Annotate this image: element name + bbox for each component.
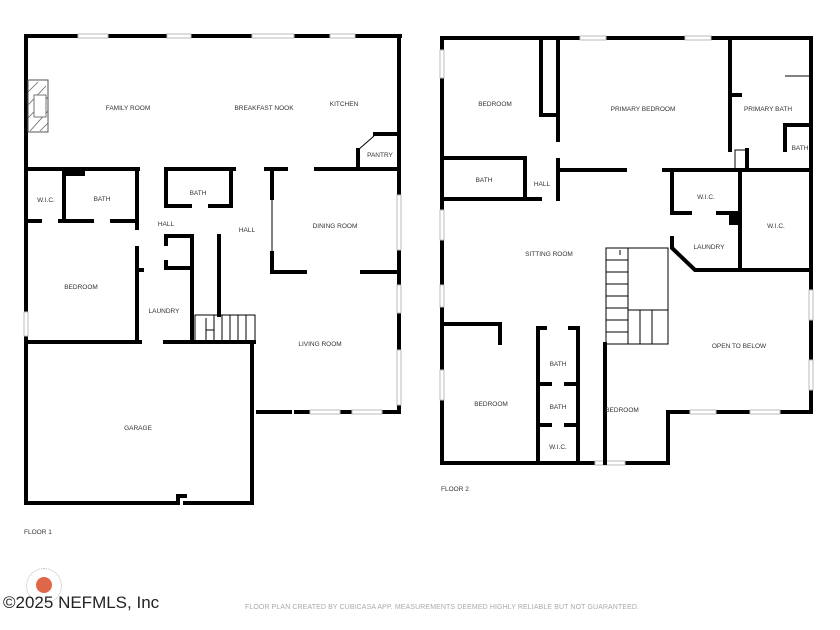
room-bedroom: BEDROOM <box>478 101 512 108</box>
room-open-to-below: OPEN TO BELOW <box>712 343 767 350</box>
floor1-label: FLOOR 1 <box>24 529 52 536</box>
room-bath: BATH <box>792 145 809 152</box>
room-garage: GARAGE <box>124 425 152 432</box>
floor1-walls <box>23 33 402 505</box>
room-hall: HALL <box>158 221 175 228</box>
room-kitchen: KITCHEN <box>330 101 359 108</box>
room-breakfast-nook: BREAKFAST NOOK <box>234 105 294 112</box>
floor2-label: FLOOR 2 <box>441 486 469 493</box>
room-hall: HALL <box>239 227 256 234</box>
room-wic: W.I.C. <box>697 194 715 201</box>
copyright-watermark: ©2025 NEFMLS, Inc <box>3 593 160 612</box>
room-bedroom: BEDROOM <box>474 401 508 408</box>
room-laundry: LAUNDRY <box>694 244 726 251</box>
coral-icon <box>36 577 52 593</box>
room-living-room: LIVING ROOM <box>298 341 341 348</box>
room-laundry: LAUNDRY <box>149 308 181 315</box>
room-wic: W.I.C. <box>767 223 785 230</box>
room-wic: W.I.C. <box>549 444 567 451</box>
room-bath: BATH <box>476 177 493 184</box>
room-bedroom: BEDROOM <box>64 284 98 291</box>
room-bath: BATH <box>94 196 111 203</box>
floor2-walls <box>439 35 814 466</box>
room-hall: HALL <box>534 181 551 188</box>
room-wic: W.I.C. <box>37 197 55 204</box>
room-dining-room: DINING ROOM <box>313 223 358 230</box>
room-primary-bedroom: PRIMARY BEDROOM <box>611 106 676 113</box>
room-sitting-room: SITTING ROOM <box>525 251 573 258</box>
room-bath: BATH <box>550 361 567 368</box>
room-pantry: PANTRY <box>367 152 393 159</box>
disclaimer: FLOOR PLAN CREATED BY CUBICASA APP. MEAS… <box>245 604 640 611</box>
coral-logo <box>26 568 62 604</box>
room-bedroom: BEDROOM <box>605 407 639 414</box>
room-bath: BATH <box>190 190 207 197</box>
room-bath: BATH <box>550 404 567 411</box>
room-family-room: FAMILY ROOM <box>106 105 151 112</box>
room-primary-bath: PRIMARY BATH <box>744 106 792 113</box>
